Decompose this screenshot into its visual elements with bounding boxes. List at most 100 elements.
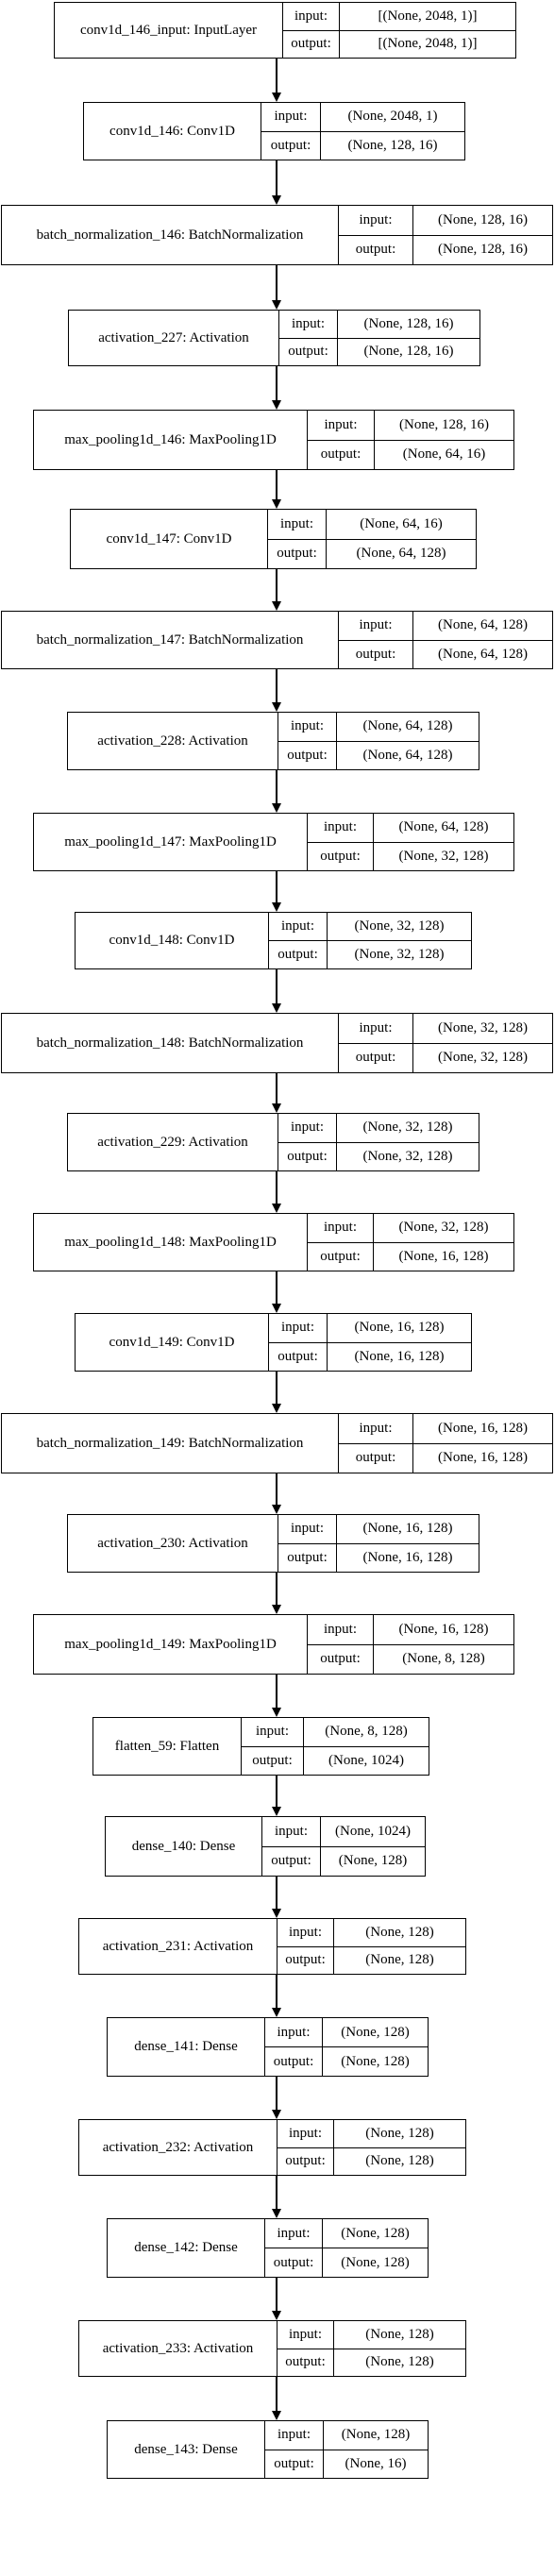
- output-shape: (None, 128): [341, 2053, 410, 2069]
- output-shape: (None, 32, 128): [438, 1050, 528, 1066]
- input-shape: (None, 128): [341, 2427, 411, 2443]
- output-row: output:(None, 128, 16): [279, 337, 479, 365]
- input-shape: (None, 128): [365, 1924, 434, 1940]
- output-label: output:: [308, 842, 374, 870]
- output-shape: (None, 32, 128): [398, 848, 489, 864]
- layer-ports: input: (None, 64, 128) output: (None, 32, 1…: [308, 814, 513, 870]
- arrowhead-icon: [272, 1807, 281, 1816]
- layer-ports: input:(None, 128)output:(None, 128): [265, 2018, 428, 2076]
- layer-ports: input:(None, 64, 128)output:(None, 64, 1…: [278, 713, 479, 769]
- layer-ports: input:(None, 128)output:(None, 128): [278, 2120, 465, 2175]
- layer-name: max_pooling1d_149: MaxPooling1D: [34, 1615, 308, 1674]
- layer-ports: input:(None, 128, 16)output:(None, 128, …: [279, 311, 479, 365]
- input-label: input:: [262, 1817, 321, 1846]
- layer-ports: input:(None, 128, 16)output:(None, 128, …: [339, 206, 552, 264]
- output-label: output:: [278, 1946, 334, 1974]
- output-row: output:(None, 128, 16): [339, 234, 552, 264]
- input-shape: (None, 128, 16): [399, 416, 489, 432]
- input-label: input:: [265, 2421, 324, 2450]
- input-label: input:: [308, 814, 374, 842]
- output-row: output:(None, 64, 16): [308, 439, 513, 469]
- layer-node-batch-normalization-148: batch_normalization_148: BatchNormalizat…: [1, 1013, 553, 1073]
- layer-ports: input:(None, 32, 128)output:(None, 16, 1…: [308, 1214, 513, 1271]
- layer-name: activation_230: Activation: [68, 1515, 278, 1572]
- output-shape: [(None, 2048, 1)]: [378, 36, 478, 52]
- input-shape: (None, 64, 16): [360, 515, 443, 531]
- input-label: input:: [278, 2120, 334, 2147]
- edge-line: [276, 1975, 278, 2008]
- output-row: output:(None, 64, 128): [268, 538, 476, 568]
- edge-line: [276, 969, 278, 1003]
- output-label: output:: [261, 131, 321, 160]
- output-shape: (None, 32, 128): [362, 1148, 453, 1164]
- input-row: input:[(None, 2048, 1)]: [283, 3, 515, 30]
- output-row: output:(None, 16): [265, 2449, 428, 2478]
- layer-ports: input: (None, 128) output:(None, 16): [265, 2421, 428, 2478]
- output-label: output:: [265, 2047, 323, 2076]
- input-shape: (None, 64, 128): [398, 819, 489, 835]
- output-shape: (None, 16, 128): [362, 1549, 453, 1565]
- output-row: output: (None, 128): [265, 2046, 428, 2076]
- layer-name: dense_142: Dense: [108, 2219, 265, 2277]
- input-label: input:: [308, 1214, 374, 1242]
- edge-line: [276, 569, 278, 601]
- output-shape: (None, 128, 16): [438, 242, 528, 258]
- arrowhead-icon: [272, 2209, 281, 2218]
- layer-name: dense_141: Dense: [108, 2018, 265, 2076]
- output-shape: (None, 16): [345, 2455, 407, 2471]
- output-shape: (None, 16, 128): [354, 1348, 445, 1364]
- input-row: input:(None, 32, 128): [339, 1014, 552, 1043]
- input-label: input:: [278, 713, 337, 741]
- edge-line: [276, 1171, 278, 1204]
- output-row: output: (None, 128, 16): [261, 130, 464, 160]
- input-label: input:: [269, 1314, 328, 1342]
- output-row: output:(None, 128): [265, 2248, 428, 2277]
- input-shape: [(None, 2048, 1)]: [378, 8, 478, 24]
- layer-node-batch-normalization-146: batch_normalization_146: BatchNormalizat…: [1, 205, 553, 265]
- output-row: output:(None, 8, 128): [308, 1643, 513, 1674]
- layer-ports: input:(None, 2048, 1)output:(None, 128, …: [261, 103, 464, 160]
- output-label: output:: [283, 30, 340, 58]
- output-label: output:: [339, 640, 413, 668]
- output-label: output:: [339, 1043, 413, 1072]
- input-row: input:(None, 16, 128): [269, 1314, 471, 1342]
- input-shape: (None, 16, 128): [362, 1521, 453, 1537]
- input-shape: (None, 64, 128): [438, 617, 528, 633]
- edge-line: [276, 265, 278, 300]
- input-shape: (None, 128, 16): [438, 211, 528, 227]
- output-row: output:(None, 1024): [242, 1745, 429, 1775]
- layer-ports: input:(None, 128, 16)output:(None, 64, 1…: [308, 411, 513, 469]
- layer-name: flatten_59: Flatten: [93, 1718, 242, 1775]
- layer-ports: input:(None, 32, 128)output: (None, 32, 1…: [339, 1014, 552, 1072]
- output-shape: (None, 128): [365, 2354, 434, 2370]
- output-label: output:: [339, 1443, 413, 1473]
- output-shape: (None, 32, 128): [354, 947, 445, 962]
- layer-ports: input:(None, 128)output:(None, 128): [278, 2321, 465, 2376]
- layer-name: activation_232: Activation: [79, 2120, 278, 2175]
- input-label: input:: [242, 1718, 304, 1746]
- layer-name: activation_229: Activation: [68, 1114, 278, 1170]
- output-shape: (None, 16, 128): [398, 1248, 489, 1264]
- layer-ports: input:(None, 16, 128)output:(None, 16, 1…: [339, 1414, 552, 1473]
- output-label: output:: [278, 2147, 334, 2175]
- input-label: input:: [339, 612, 413, 640]
- output-label: output:: [268, 539, 327, 568]
- output-label: output:: [308, 440, 375, 469]
- edge-line: [276, 2077, 278, 2110]
- arrowhead-icon: [272, 1304, 281, 1313]
- edge-line: [276, 1573, 278, 1605]
- input-shape: (None, 32, 128): [398, 1220, 489, 1236]
- edge-line: [276, 871, 278, 902]
- input-label: input:: [268, 510, 327, 539]
- output-shape: (None, 128, 16): [347, 137, 438, 153]
- layer-name: conv1d_147: Conv1D: [71, 510, 268, 568]
- layer-ports: input:(None, 8, 128)output:(None, 1024): [242, 1718, 429, 1775]
- layer-name: dense_143: Dense: [108, 2421, 265, 2478]
